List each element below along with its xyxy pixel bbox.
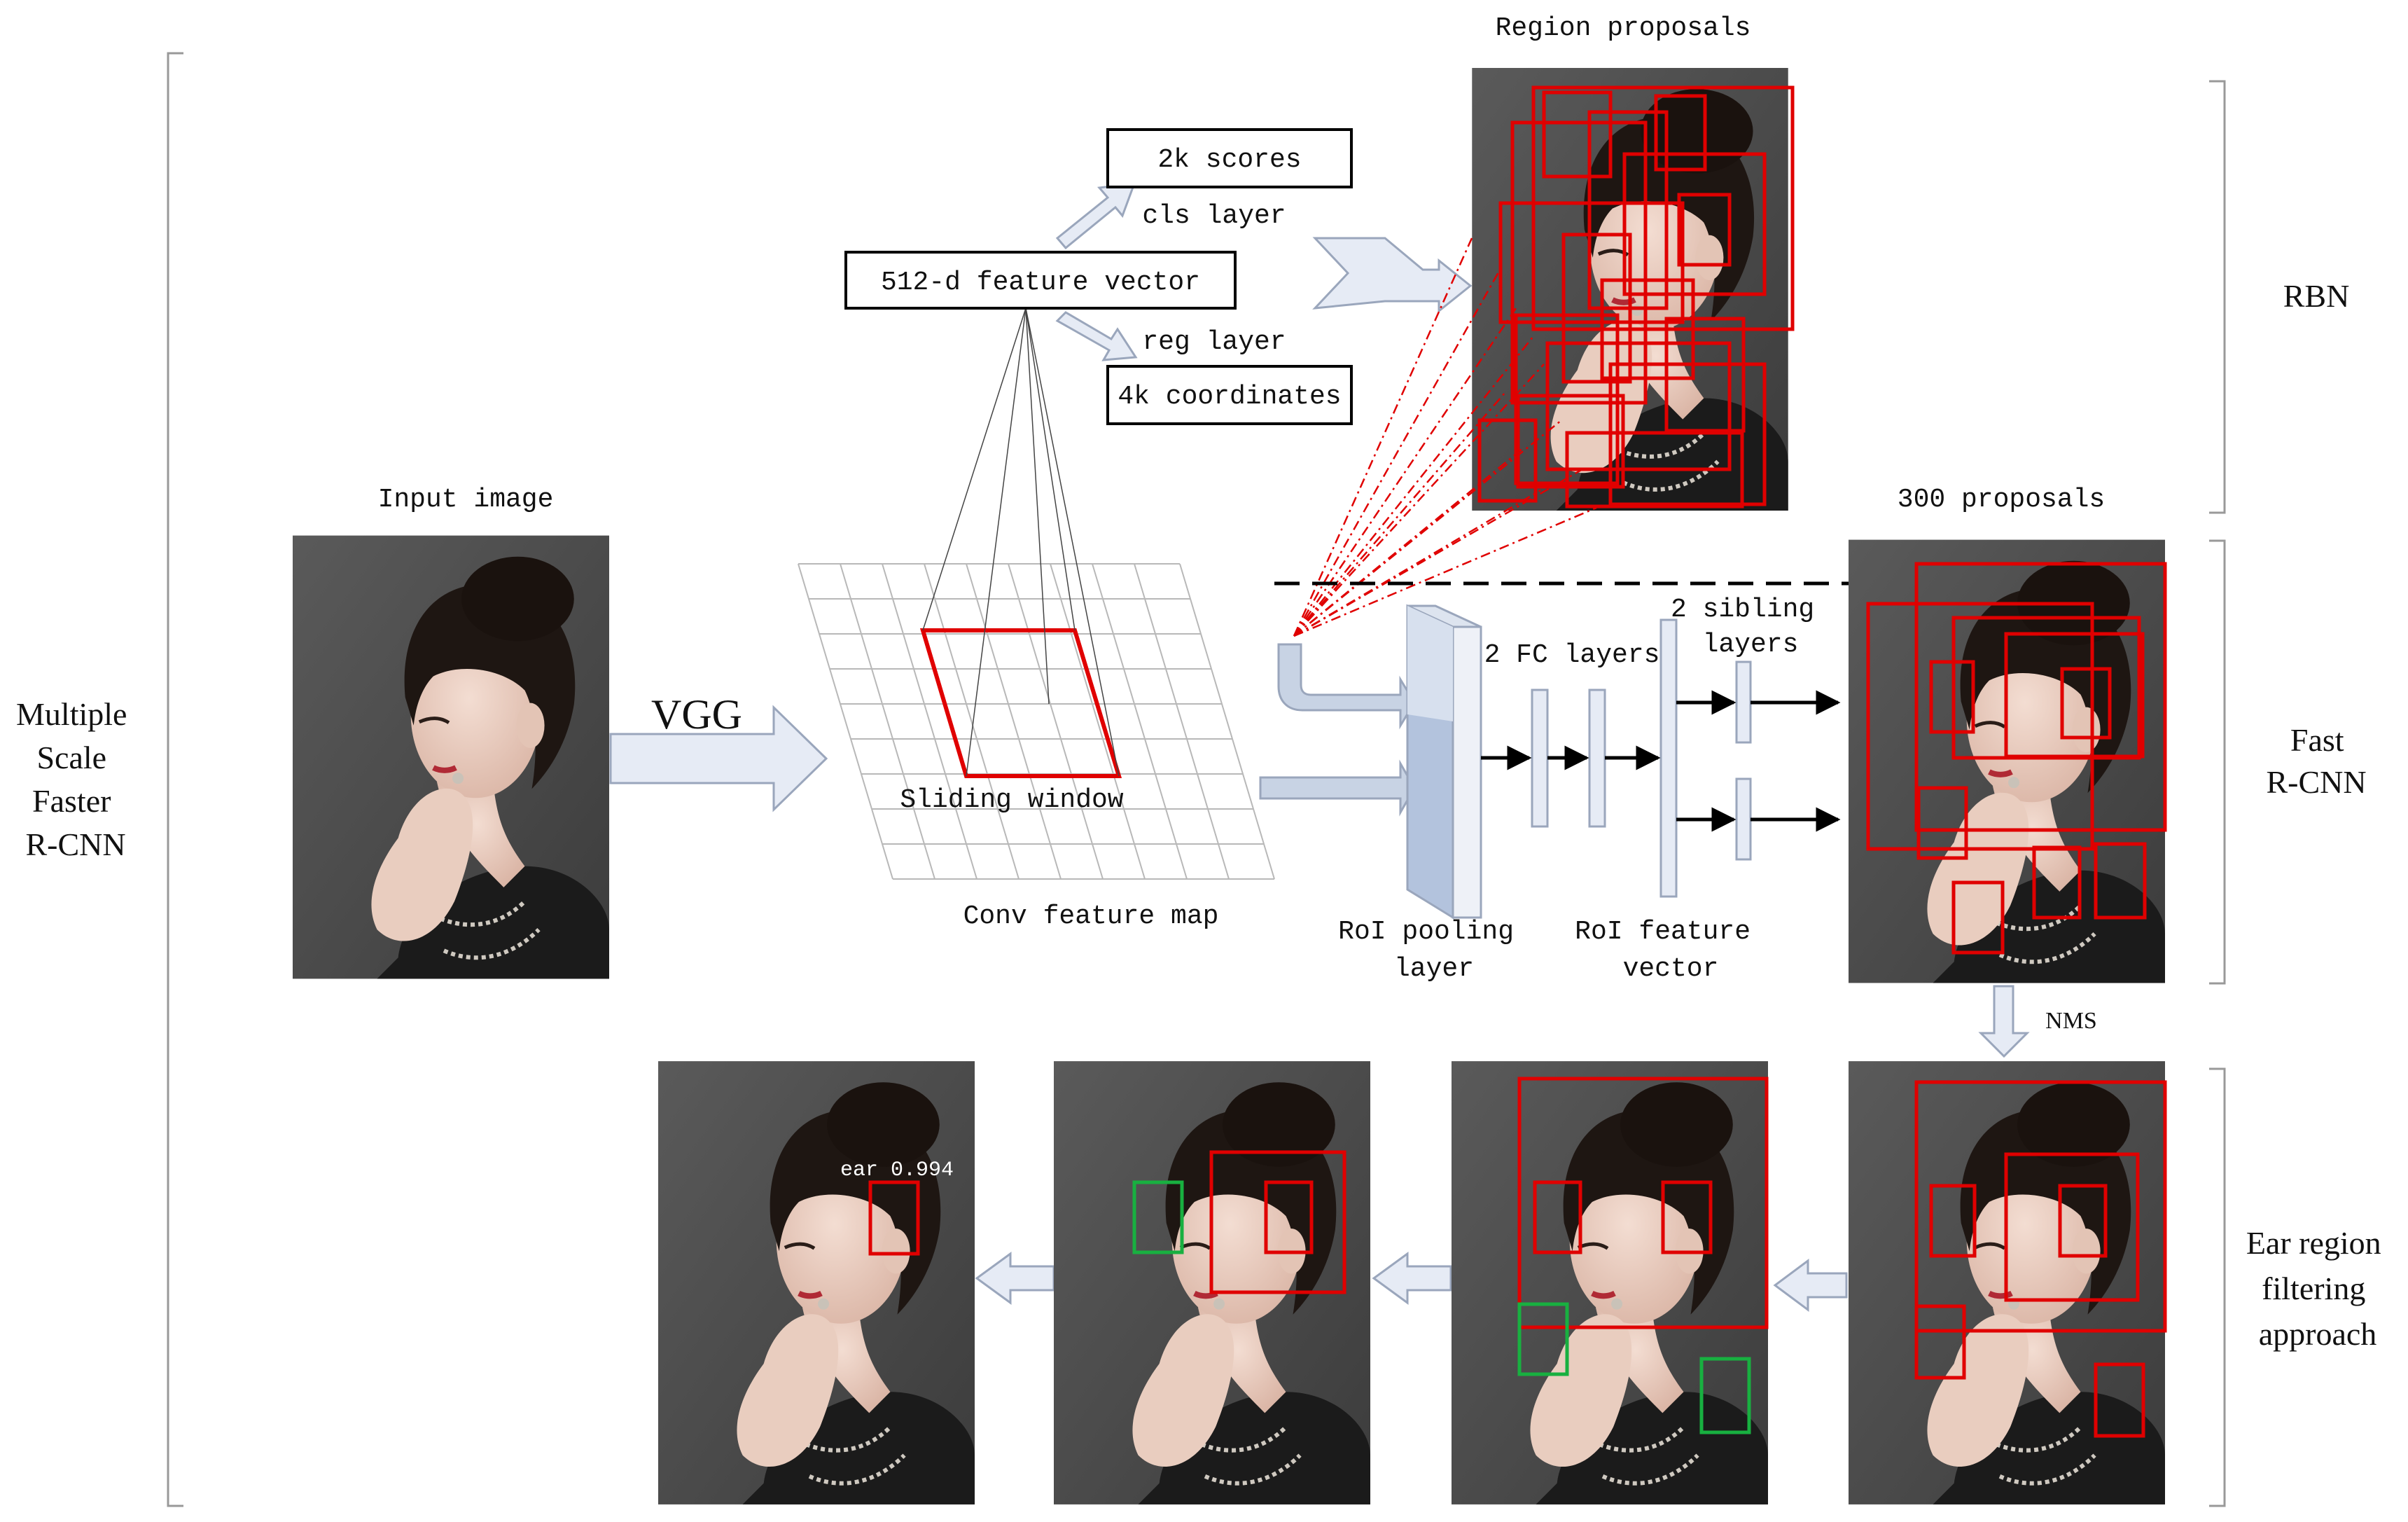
fc-layer-1	[1531, 689, 1549, 828]
filter-step-2-image	[1452, 1061, 1768, 1504]
input-image	[293, 536, 609, 979]
filter-arrow-2	[1372, 1252, 1452, 1305]
roi-feature-vector	[1659, 618, 1678, 898]
feature-map-arrow	[1259, 759, 1416, 817]
filter-arrow-3	[1773, 1259, 1848, 1312]
outer-bracket	[167, 52, 183, 1507]
cls-layer-label: cls layer	[1142, 201, 1286, 231]
coords-box	[1106, 365, 1353, 425]
filter-step-3-boxes	[1132, 1150, 1346, 1294]
bbox-sibling-layer	[1735, 777, 1752, 861]
rbn-bracket	[2209, 80, 2226, 514]
cls-arrow	[1055, 182, 1136, 250]
feature-vector-box	[844, 251, 1237, 310]
left-label: Multiple Scale Faster R-CNN	[16, 696, 135, 862]
region-proposals-label: Region proposals	[1496, 13, 1751, 43]
cls-sibling-layer	[1735, 660, 1752, 744]
final-ear-box	[868, 1180, 920, 1256]
roi-feature-label: RoI feature vector	[1575, 917, 1767, 984]
scores-box	[1106, 128, 1353, 188]
reg-layer-label: reg layer	[1142, 327, 1286, 357]
coords-label: 4k coordinates	[1118, 382, 1341, 412]
input-image-label: Input image	[378, 485, 554, 515]
vgg-arrow	[609, 705, 828, 812]
final-detection-image	[658, 1061, 975, 1504]
ear-filter-bracket	[2209, 1067, 2226, 1507]
rbn-label: RBN	[2283, 278, 2350, 314]
conv-feature-map	[798, 563, 1275, 880]
conv-feature-map-label: Conv feature map	[963, 901, 1219, 932]
fc-layers-label: 2 FC layers	[1484, 640, 1660, 670]
projection-lines	[922, 307, 1120, 777]
filter-step-2-boxes	[1517, 1077, 1769, 1434]
sibling-layers-label: 2 sibling layers	[1671, 595, 1830, 660]
feature-vector-label: 512-d feature vector	[881, 268, 1200, 298]
fast-rcnn-label: Fast R-CNN	[2266, 722, 2366, 800]
nms-arrow	[1978, 985, 2030, 1058]
scores-label: 2k scores	[1157, 145, 1301, 175]
proposals-300-boxes	[1866, 562, 2167, 955]
ear-filter-label: Ear region filtering approach	[2246, 1225, 2389, 1352]
nms-label: NMS	[2045, 1008, 2097, 1034]
proposal-chevron-arrow	[1312, 237, 1473, 314]
filter-arrow-1	[975, 1252, 1055, 1305]
sliding-window-label: Sliding window	[900, 785, 1123, 815]
anchor-pipe-arrow	[1277, 643, 1416, 730]
vgg-label: VGG	[651, 691, 742, 738]
nms-result-boxes	[1914, 1080, 2167, 1438]
reg-arrow	[1055, 311, 1138, 361]
fast-rcnn-bracket	[2209, 539, 2226, 985]
detection-label: ear 0.994	[840, 1158, 954, 1182]
sibling-arrows	[1676, 690, 1841, 832]
roi-pooling-layer	[1406, 604, 1482, 920]
roi-pooling-label: RoI pooling layer	[1338, 917, 1530, 984]
anchor-mapping-lines	[1293, 237, 1597, 637]
proposals-300-label: 300 proposals	[1898, 485, 2105, 515]
region-proposal-boxes	[1477, 85, 1795, 509]
fc-layer-2	[1588, 689, 1606, 828]
